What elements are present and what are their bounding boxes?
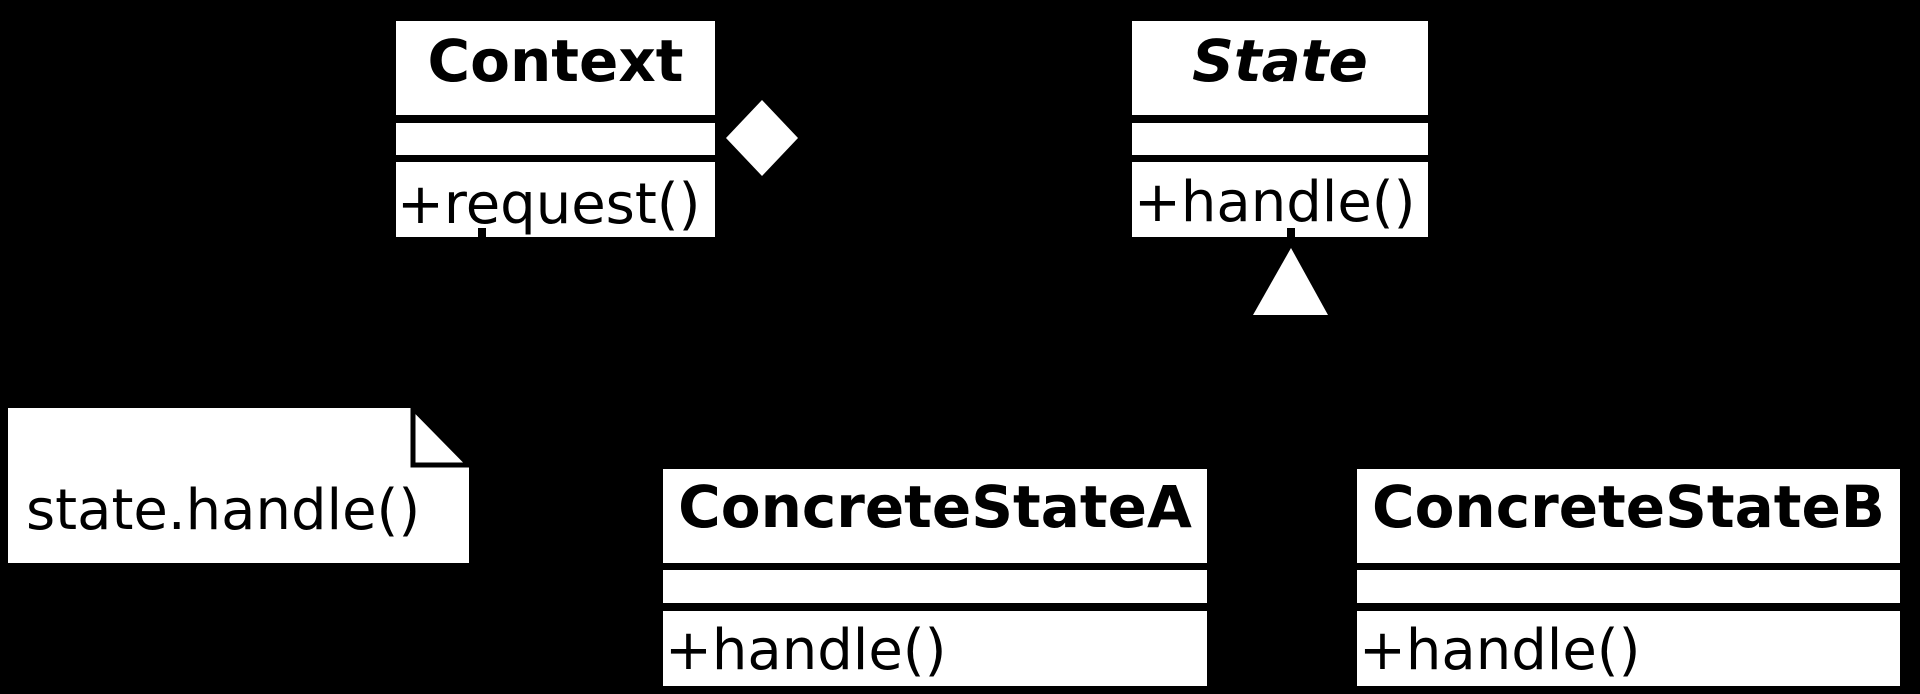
state-class-name: State	[1192, 27, 1368, 95]
class-box-concretestatea	[663, 469, 1207, 686]
concretestateb-attributes-compartment	[1357, 570, 1900, 603]
concretestatea-attributes-compartment	[663, 570, 1207, 603]
concretestatea-methods-compartment	[663, 611, 1207, 686]
concretestateb-class-name: ConcreteStateB	[1372, 473, 1885, 541]
note-text: state.handle()	[26, 478, 421, 543]
concretestatea-class-name: ConcreteStateA	[678, 473, 1192, 541]
context-class-name: Context	[427, 27, 684, 95]
concretestateb-title-compartment	[1357, 469, 1900, 563]
class-box-state	[1132, 21, 1428, 237]
state-methods-compartment	[1132, 162, 1428, 237]
class-box-concretestateb	[1357, 469, 1900, 686]
state-method-handle: +handle()	[1134, 170, 1416, 235]
concretestateb-methods-compartment	[1357, 611, 1900, 686]
context-method-request: +request()	[397, 172, 701, 237]
concretestateb-method-handle: +handle()	[1359, 618, 1641, 683]
state-title-compartment	[1132, 21, 1428, 115]
state-connector-stub	[1287, 228, 1295, 237]
context-attributes-compartment	[396, 123, 715, 155]
note-body	[8, 408, 469, 563]
aggregation-diamond	[726, 100, 798, 176]
note-fold-corner	[410, 401, 475, 468]
generalization-triangle	[1253, 248, 1328, 315]
state-attributes-compartment	[1132, 123, 1428, 155]
concretestatea-method-handle: +handle()	[665, 618, 947, 683]
context-connector-stub	[478, 228, 486, 237]
note-box	[8, 401, 475, 563]
context-methods-compartment	[396, 162, 715, 237]
concretestatea-title-compartment	[663, 469, 1207, 563]
class-box-context	[396, 21, 715, 237]
context-title-compartment	[396, 21, 715, 115]
